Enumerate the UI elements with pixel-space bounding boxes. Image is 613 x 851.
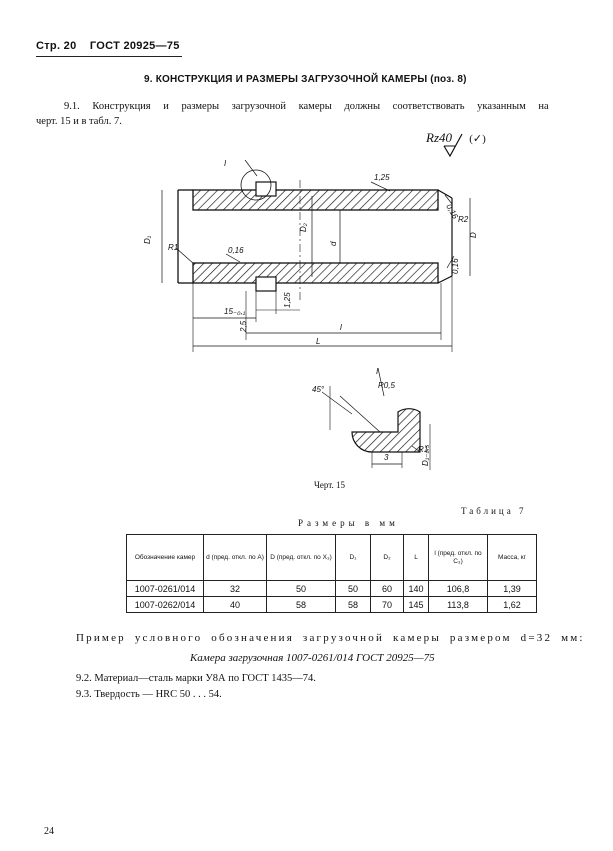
col-header-d: d (пред. откл. по A) <box>203 534 267 581</box>
f25-label: 2,5 <box>239 320 248 333</box>
col-header-D1: D₁ <box>335 534 371 581</box>
detail-r1-label: R1 <box>418 445 428 454</box>
table-title: Таблица 7 <box>461 506 527 516</box>
d2-label: D₂ <box>299 223 308 232</box>
table-cell: 1,39 <box>487 580 537 597</box>
table-cell: 32 <box>203 580 267 597</box>
table-cell: 40 <box>203 596 267 613</box>
table-cell: 70 <box>370 596 404 613</box>
para-9-3: 9.3. Твердость — HRC 50 . . . 54. <box>76 689 222 700</box>
section-title: 9. КОНСТРУКЦИЯ И РАЗМЕРЫ ЗАГРУЗОЧНОЙ КАМ… <box>144 74 467 85</box>
roughness-extra: (✓) <box>469 133 486 145</box>
table-cell: 50 <box>266 580 336 597</box>
table-cell: 106,8 <box>428 580 488 597</box>
detail-r05-label: R0,5 <box>378 381 395 390</box>
para-9-1-line2: черт. 15 и в табл. 7. <box>36 116 122 127</box>
f125-label-a: 1,25 <box>374 173 390 182</box>
col-header-mass: Масса, кг <box>487 534 537 581</box>
f125-label-b: 1,25 <box>283 292 292 308</box>
table-row: 1007-0261/014 32 50 50 60 140 106,8 1,39 <box>126 580 537 597</box>
chamber-section-view <box>161 159 471 352</box>
table-cell: 145 <box>403 596 429 613</box>
table-cell: 1,62 <box>487 596 537 613</box>
figure-caption: Черт. 15 <box>314 480 345 490</box>
table-cell: 58 <box>335 596 371 613</box>
para-9-2: 9.2. Материал—сталь марки У8А по ГОСТ 14… <box>76 673 316 684</box>
r2-label: R2 <box>458 215 469 224</box>
roughness-label: Rz40 (✓) <box>426 130 486 146</box>
dim-big-l-label: L <box>316 337 320 346</box>
detail-3-label: 3 <box>384 453 389 462</box>
table-cell: 1007-0261/014 <box>126 580 204 597</box>
detail-d1-label: D₁₋₀,₅ <box>421 444 430 466</box>
dimensions-table: Обозначение камер d (пред. откл. по A) D… <box>126 534 537 613</box>
table-cell: 113,8 <box>428 596 488 613</box>
table-cell: 1007-0262/014 <box>126 596 204 613</box>
col-header-l: l (пред. откл. по C₃) <box>428 534 488 581</box>
table-cell: 140 <box>403 580 429 597</box>
dim15-label: 15₋₀,₁ <box>224 307 246 316</box>
standard-number: ГОСТ 20925—75 <box>89 40 180 52</box>
view-i-label: I <box>224 159 227 168</box>
page-header: Стр. 20 ГОСТ 20925—75 <box>36 40 180 52</box>
table-cell: 58 <box>266 596 336 613</box>
col-header-designation: Обозначение камер <box>126 534 204 581</box>
page-label: Стр. 20 <box>36 40 77 52</box>
roughness-value: Rz40 <box>426 130 452 145</box>
table-subtitle: Размеры в мм <box>298 518 399 528</box>
detail-i-label: I <box>376 367 379 376</box>
page-number: 24 <box>44 826 54 837</box>
d-big-label: D <box>469 232 478 238</box>
detail-45-label: 45° <box>312 385 325 394</box>
d1-label: D₁ <box>143 235 152 244</box>
table-cell: 60 <box>370 580 404 597</box>
example-designation: Камера загрузочная 1007-0261/014 ГОСТ 20… <box>190 652 435 664</box>
header-rule <box>36 56 182 57</box>
r1-label: R1 <box>168 243 178 252</box>
table-row: 1007-0262/014 40 58 58 70 145 113,8 1,62 <box>126 596 537 613</box>
roughness-check-icon <box>443 133 463 158</box>
dim-l-label: l <box>340 323 342 332</box>
example-lead: Пример условного обозначения загрузочной… <box>76 632 585 644</box>
col-header-D: D (пред. откл. по X₃) <box>266 534 336 581</box>
col-header-L: L <box>403 534 429 581</box>
col-header-D2: D₂ <box>370 534 404 581</box>
d-small-label: d <box>329 241 338 246</box>
table-cell: 50 <box>335 580 371 597</box>
detail-i-view <box>321 367 431 470</box>
para-9-1-line1: 9.1. Конструкция и размеры загрузочной к… <box>64 101 549 112</box>
f016-label-c: 0,16 <box>451 258 460 274</box>
f016-label-a: 0,16 <box>228 246 244 255</box>
